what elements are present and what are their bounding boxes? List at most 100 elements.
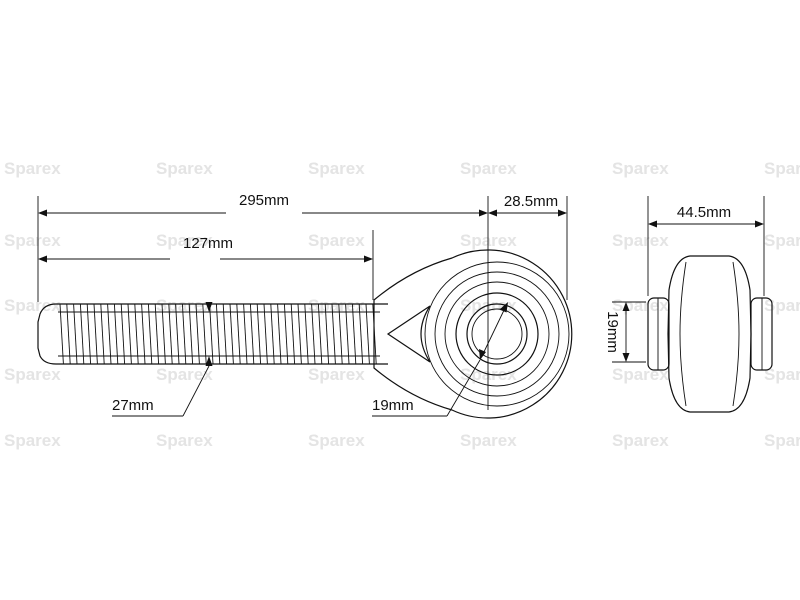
watermark-text: Sparex xyxy=(460,231,517,250)
thread-line xyxy=(256,303,262,365)
thread-line xyxy=(127,303,132,365)
arrowhead xyxy=(479,349,486,360)
thread-line xyxy=(229,303,234,365)
arrowhead-right xyxy=(558,209,567,217)
arrowhead-right xyxy=(364,255,373,263)
thread-line xyxy=(66,303,71,365)
thread-line xyxy=(222,303,228,365)
thread-line xyxy=(243,303,248,365)
thread-line xyxy=(86,303,92,365)
watermark-text: Sparex xyxy=(764,159,800,178)
thread-line xyxy=(283,303,289,365)
thread-line xyxy=(161,303,166,365)
thread-diameter-leader xyxy=(182,365,210,417)
watermark-text: Sparex xyxy=(764,431,800,450)
thread-length-label: 127mm xyxy=(183,235,233,252)
thread-line xyxy=(324,303,330,365)
arrowhead-right xyxy=(755,220,764,228)
thread-line xyxy=(202,303,207,365)
arrowhead-bottom xyxy=(622,353,630,362)
overall-length-label: 295mm xyxy=(239,192,289,209)
arrowhead-bottom xyxy=(205,356,213,366)
watermark-text: Sparex xyxy=(308,231,365,250)
thread-line xyxy=(147,303,153,365)
watermark-text: Sparex xyxy=(156,159,213,178)
thread-line xyxy=(249,303,255,365)
arrowhead-left xyxy=(648,220,657,228)
thread-line xyxy=(195,303,200,365)
watermark-text: Sparex xyxy=(612,431,669,450)
thread-line xyxy=(345,303,350,365)
eye-ring-outer xyxy=(424,261,570,407)
ball-body xyxy=(667,255,752,413)
thread-line xyxy=(188,303,194,365)
thread-line xyxy=(215,303,221,365)
thread-line xyxy=(113,303,119,365)
watermark-text: Sparex xyxy=(4,365,61,384)
arrowhead-left xyxy=(38,209,47,217)
eye-outline xyxy=(373,249,573,419)
thread-line xyxy=(365,303,370,365)
watermark-text: Sparex xyxy=(156,365,213,384)
eye-ring-2 xyxy=(434,271,560,397)
watermark-text: Sparex xyxy=(764,365,800,384)
rod-end-side-view: 295mm 127mm 28.5mm 27mm 19mm xyxy=(37,192,573,419)
thread-line xyxy=(331,303,336,365)
threaded-shank xyxy=(37,303,388,365)
thread-line xyxy=(236,303,241,365)
watermark-text: Sparex xyxy=(308,159,365,178)
thread-line xyxy=(79,303,85,365)
watermark-text: Sparex xyxy=(612,365,669,384)
thread-line xyxy=(297,303,302,365)
thread-line xyxy=(59,303,64,365)
thread-line xyxy=(181,303,187,365)
thread-diameter-label: 27mm xyxy=(112,397,154,414)
eye-offset-label: 28.5mm xyxy=(504,193,558,210)
watermark-text: Sparex xyxy=(460,431,517,450)
ball-width-label: 44.5mm xyxy=(677,204,731,221)
thread-line xyxy=(154,303,160,365)
watermark-text: Sparex xyxy=(308,296,365,315)
arrowhead-left xyxy=(488,209,497,217)
thread-line xyxy=(338,303,343,365)
shank-outline xyxy=(37,303,388,365)
thread-line xyxy=(311,303,316,365)
ball-face-right xyxy=(732,261,740,407)
bore-hole xyxy=(466,303,528,365)
watermark-text: Sparex xyxy=(156,231,213,250)
ball-face-left xyxy=(679,261,687,407)
watermark-text: Sparex xyxy=(4,159,61,178)
watermark-text: Sparex xyxy=(612,159,669,178)
bore-diameter-label: 19mm xyxy=(372,397,414,414)
eye-ring-3 xyxy=(444,281,550,387)
watermark-text: Sparex xyxy=(308,431,365,450)
thread-line xyxy=(263,303,268,365)
watermark-text: Sparex xyxy=(4,431,61,450)
watermark-text: Sparex xyxy=(4,231,61,250)
thread-line xyxy=(73,303,78,365)
watermark-text: Sparex xyxy=(612,231,669,250)
thread-line xyxy=(93,303,98,365)
bore-diameter-leader xyxy=(446,359,481,417)
thread-line xyxy=(134,303,139,365)
watermark-text: Sparex xyxy=(156,431,213,450)
thread-line xyxy=(290,303,296,365)
thread-line xyxy=(168,303,173,365)
watermark-text: Sparex xyxy=(764,231,800,250)
bore-boss-right xyxy=(750,297,773,371)
arrowhead-right xyxy=(479,209,488,217)
thread-line xyxy=(358,303,364,365)
thread-line xyxy=(277,303,282,365)
thread-line xyxy=(141,303,146,365)
thread-line xyxy=(209,303,214,365)
thread-line xyxy=(351,303,357,365)
arrowhead-top xyxy=(622,302,630,311)
neck-web xyxy=(386,305,431,363)
watermark-layer: SparexSparexSparexSparexSparexSparexSpar… xyxy=(4,159,800,450)
thread-line xyxy=(270,303,275,365)
thread-line xyxy=(317,303,323,365)
watermark-text: Sparex xyxy=(156,296,213,315)
eye-ring-4 xyxy=(455,292,539,376)
eye-housing xyxy=(373,249,573,419)
